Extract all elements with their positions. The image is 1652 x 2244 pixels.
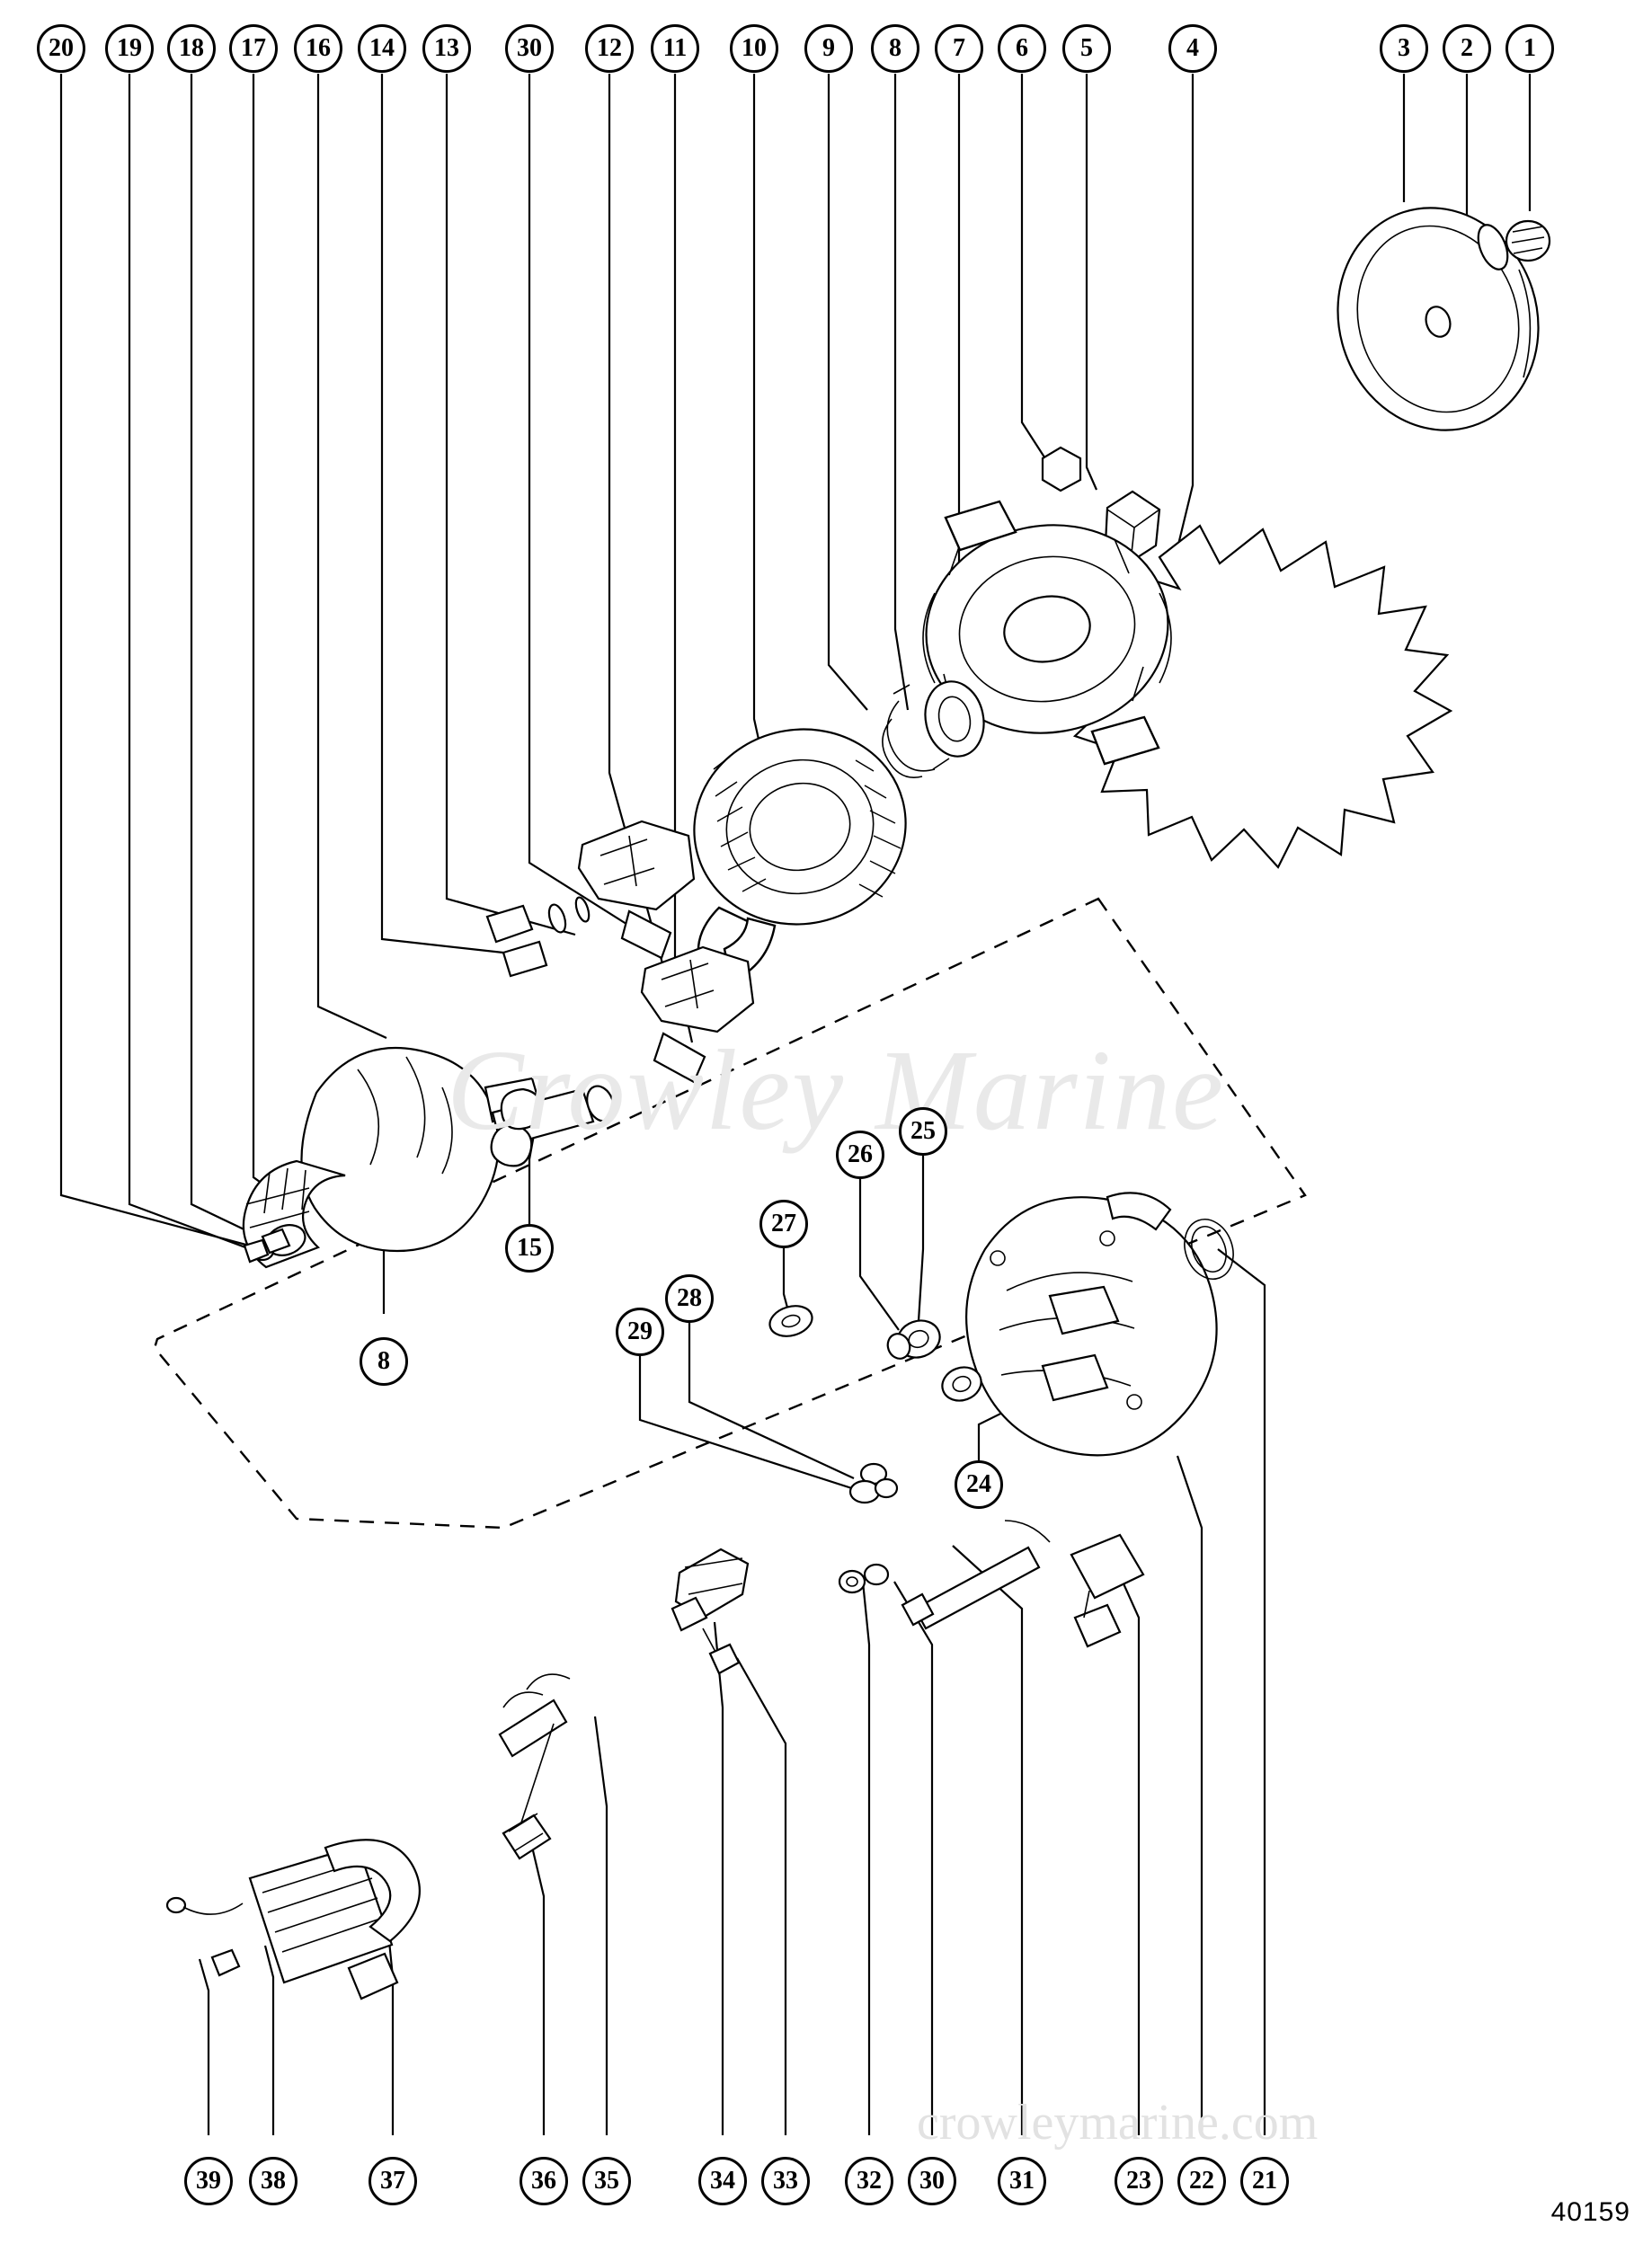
part-art-brush-holder-upper — [577, 820, 696, 960]
part-art-brush-holder-lower — [640, 945, 755, 1084]
part-art-washers-bottom — [838, 1563, 890, 1594]
callout-bottom-37[interactable]: 37 — [369, 2157, 417, 2205]
callout-middle-25[interactable]: 25 — [899, 1107, 947, 1156]
callout-bottom-35[interactable]: 35 — [582, 2157, 631, 2205]
callout-top-11[interactable]: 11 — [651, 24, 699, 73]
callout-middle-15[interactable]: 15 — [505, 1224, 554, 1273]
callout-middle-24[interactable]: 24 — [955, 1460, 1003, 1509]
callout-middle-26[interactable]: 26 — [836, 1131, 884, 1179]
part-art-flywheel-group — [1337, 207, 1551, 431]
callout-top-2[interactable]: 2 — [1443, 24, 1491, 73]
callout-top-3[interactable]: 3 — [1380, 24, 1428, 73]
callout-bottom-22[interactable]: 22 — [1177, 2157, 1226, 2205]
part-art-retaining-clip — [882, 684, 950, 778]
callout-top-8t[interactable]: 8 — [871, 24, 919, 73]
callout-middle-28[interactable]: 28 — [665, 1274, 714, 1323]
part-art-stator — [693, 728, 907, 983]
part-art-armature — [242, 1046, 615, 1269]
part-art-long-bolt — [901, 1546, 1041, 1630]
part-art-bolt-nut — [498, 1673, 571, 1860]
part-art-key — [500, 1087, 543, 1131]
callout-top-19[interactable]: 19 — [105, 24, 154, 73]
part-art-pins — [485, 896, 591, 978]
callout-bottom-34[interactable]: 34 — [698, 2157, 747, 2205]
drawing-number: 40159 — [1550, 2197, 1630, 2227]
callout-middle-8m[interactable]: 8 — [360, 1337, 408, 1386]
callout-top-16[interactable]: 16 — [294, 24, 342, 73]
callout-top-18[interactable]: 18 — [167, 24, 216, 73]
callout-top-9[interactable]: 9 — [804, 24, 853, 73]
part-art-flywheel-housing — [922, 500, 1172, 766]
callout-bottom-36[interactable]: 36 — [520, 2157, 568, 2205]
callout-top-30[interactable]: 30 — [505, 24, 554, 73]
callout-top-17[interactable]: 17 — [229, 24, 278, 73]
part-art-screws-left — [243, 1228, 291, 1264]
part-art-bracket — [671, 1548, 750, 1675]
callout-bottom-30b[interactable]: 30 — [908, 2157, 956, 2205]
callout-top-12[interactable]: 12 — [585, 24, 634, 73]
callout-bottom-23[interactable]: 23 — [1115, 2157, 1163, 2205]
callout-top-4[interactable]: 4 — [1168, 24, 1217, 73]
callout-bottom-33[interactable]: 33 — [761, 2157, 810, 2205]
callout-top-13[interactable]: 13 — [422, 24, 471, 73]
part-art-end-housing — [964, 1192, 1218, 1457]
callout-top-20[interactable]: 20 — [37, 24, 85, 73]
callout-top-5[interactable]: 5 — [1062, 24, 1111, 73]
callout-middle-29[interactable]: 29 — [616, 1308, 664, 1356]
dashed-assembly-boundary — [153, 897, 1307, 1530]
callout-top-10[interactable]: 10 — [730, 24, 778, 73]
callout-bottom-39[interactable]: 39 — [184, 2157, 233, 2205]
callout-bottom-38[interactable]: 38 — [249, 2157, 298, 2205]
part-art-brush-assembly — [1004, 1520, 1145, 1648]
callout-middle-27[interactable]: 27 — [759, 1200, 808, 1248]
part-art-regulator — [165, 1839, 421, 2000]
part-art-o-ring — [1184, 1219, 1234, 1280]
part-art-small-bearings — [768, 1305, 982, 1504]
callout-top-1[interactable]: 1 — [1505, 24, 1554, 73]
callout-bottom-31[interactable]: 31 — [998, 2157, 1046, 2205]
callout-top-7[interactable]: 7 — [935, 24, 983, 73]
part-art-bearing-ring — [924, 680, 985, 758]
callout-bottom-21[interactable]: 21 — [1240, 2157, 1289, 2205]
callout-top-6[interactable]: 6 — [998, 24, 1046, 73]
callout-bottom-32[interactable]: 32 — [845, 2157, 893, 2205]
callout-top-14[interactable]: 14 — [358, 24, 406, 73]
